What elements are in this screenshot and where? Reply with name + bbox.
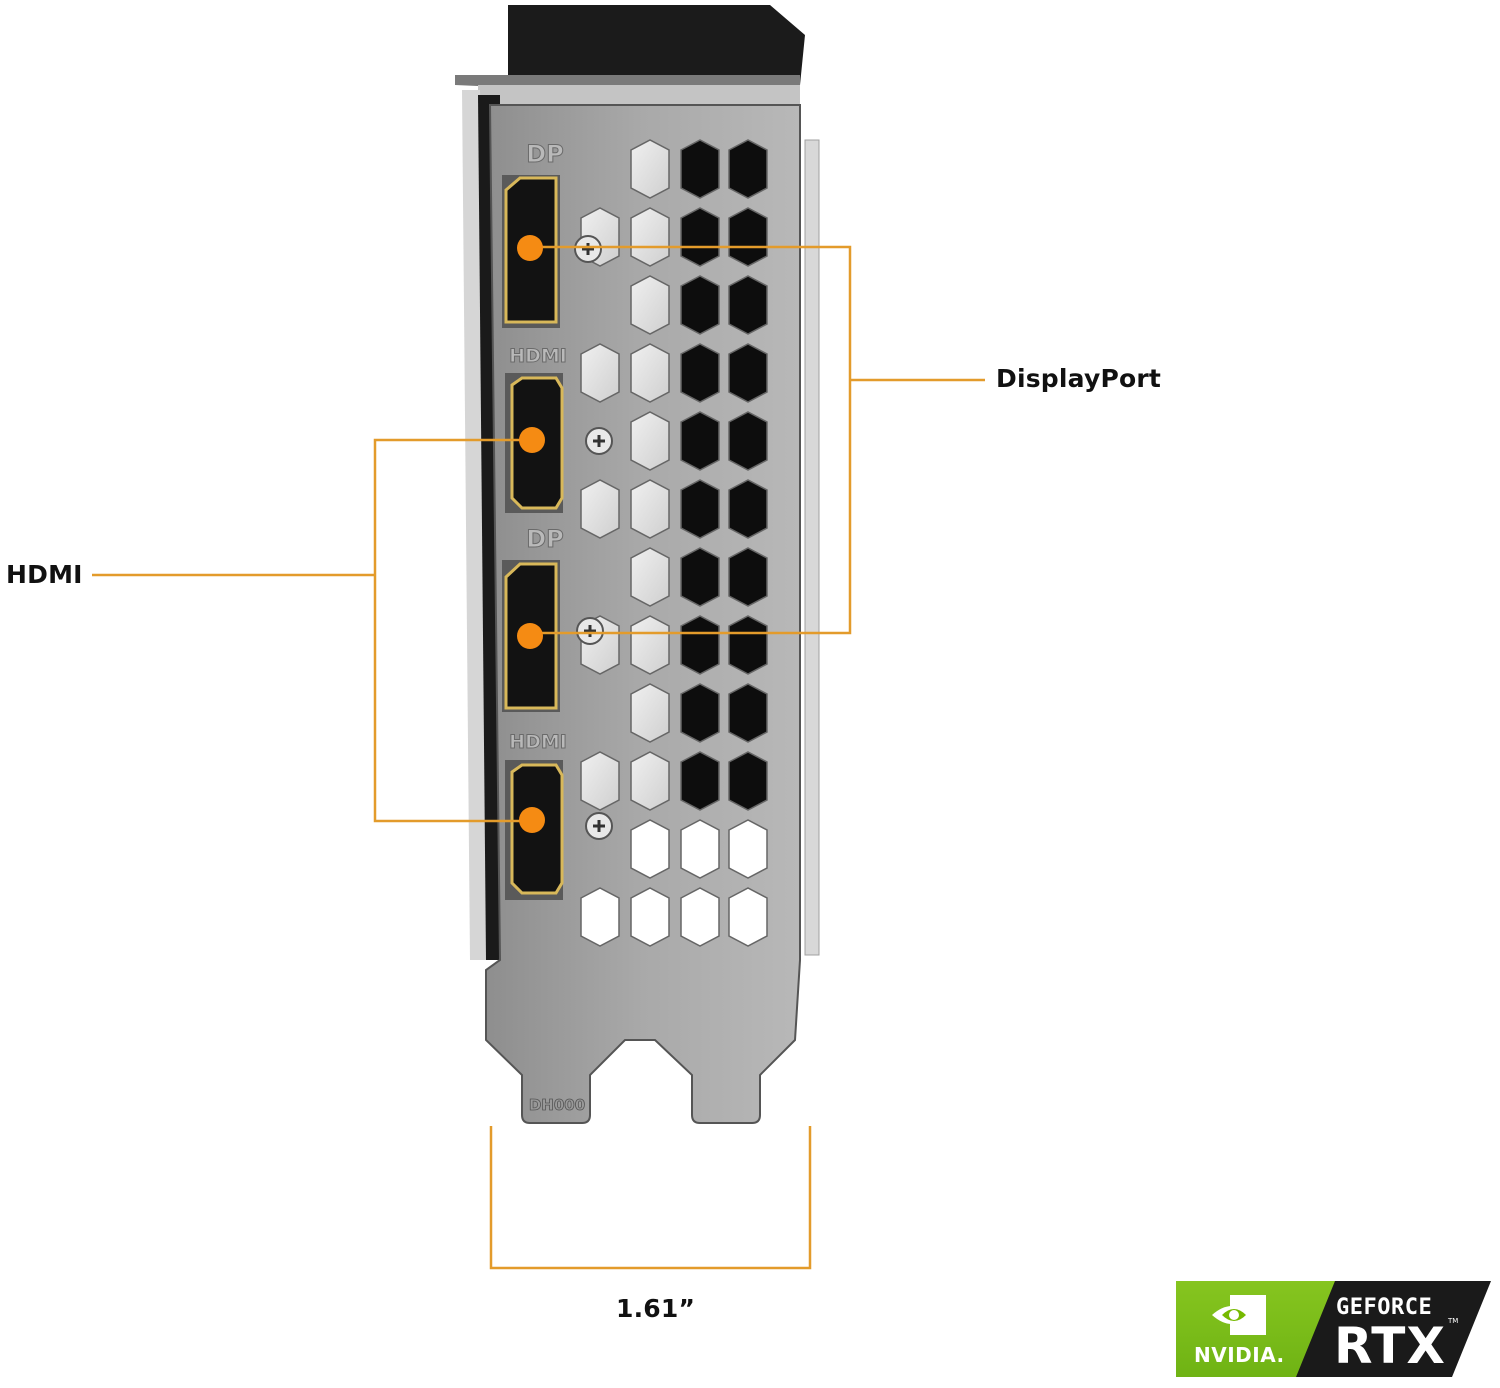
- vent-hole: [630, 887, 670, 947]
- hdmi-callout-label: HDMI: [6, 560, 83, 589]
- vent-hole: [680, 479, 720, 539]
- geforce-rtx-badge: NVIDIA. GEFORCE RTX TM: [1176, 1281, 1491, 1377]
- vent-hole: [630, 615, 670, 675]
- vent-hole: [728, 479, 768, 539]
- vent-hole: [728, 819, 768, 879]
- vent-hole: [728, 343, 768, 403]
- vent-hole: [630, 751, 670, 811]
- vent-hole: [680, 751, 720, 811]
- hdmi-callout-lines: [92, 438, 535, 823]
- vent-hole: [728, 411, 768, 471]
- label-hdmi-2: HDMI: [509, 731, 567, 753]
- callout-dot: [517, 623, 543, 649]
- cooler-shroud: [508, 5, 805, 85]
- label-dp-bottom: DP: [526, 525, 564, 553]
- vent-hole: [630, 207, 670, 267]
- screw-icon: [574, 235, 602, 263]
- geforce-panel: [1296, 1281, 1491, 1377]
- vent-hole: [680, 411, 720, 471]
- vent-hole: [680, 139, 720, 199]
- label-hdmi-1: HDMI: [509, 345, 567, 367]
- vent-hole: [580, 751, 620, 811]
- vent-hole: [680, 275, 720, 335]
- callout-dot: [519, 427, 545, 453]
- displayport-callout-label: DisplayPort: [996, 364, 1162, 393]
- vent-hole: [680, 615, 720, 675]
- callout-dot: [519, 807, 545, 833]
- label-dp-top: DP: [526, 140, 564, 168]
- vent-hole: [728, 615, 768, 675]
- vent-hole: [728, 139, 768, 199]
- vent-hole: [630, 479, 670, 539]
- geforce-wordmark: GEFORCE: [1336, 1295, 1433, 1320]
- vent-hole: [580, 887, 620, 947]
- vent-hole: [630, 547, 670, 607]
- screw-icon: [576, 617, 604, 645]
- vent-hole: [680, 547, 720, 607]
- vent-hole: [680, 343, 720, 403]
- nvidia-wordmark: NVIDIA.: [1194, 1343, 1285, 1367]
- right-rail: [804, 139, 820, 956]
- vent-hole: [630, 411, 670, 471]
- vent-hole: [680, 683, 720, 743]
- trademark: TM: [1448, 1317, 1459, 1325]
- vent-hole: [680, 887, 720, 947]
- vent-hole: [680, 819, 720, 879]
- vent-hole: [630, 819, 670, 879]
- vent-hole: [680, 207, 720, 267]
- vent-hole: [630, 343, 670, 403]
- vent-hole: [728, 275, 768, 335]
- screw-icon: [585, 812, 613, 840]
- dimension-bracket: [489, 1126, 812, 1270]
- vent-grid: [580, 139, 768, 947]
- vent-hole: [728, 207, 768, 267]
- io-plate: [485, 104, 801, 1124]
- tab-marking: DH000: [529, 1096, 585, 1114]
- displayport-callout-lines: [535, 245, 985, 635]
- vent-hole: [728, 547, 768, 607]
- nvidia-eye-icon: [1212, 1295, 1266, 1335]
- vent-hole: [580, 343, 620, 403]
- dimension-label: 1.61”: [616, 1294, 696, 1323]
- rtx-wordmark: RTX: [1334, 1317, 1446, 1375]
- vent-hole: [728, 683, 768, 743]
- vent-hole: [728, 887, 768, 947]
- vent-hole: [728, 751, 768, 811]
- vent-hole: [630, 139, 670, 199]
- screw-icon: [585, 427, 613, 455]
- callout-dot: [517, 235, 543, 261]
- vent-hole: [630, 683, 670, 743]
- vent-hole: [580, 479, 620, 539]
- vent-hole: [630, 275, 670, 335]
